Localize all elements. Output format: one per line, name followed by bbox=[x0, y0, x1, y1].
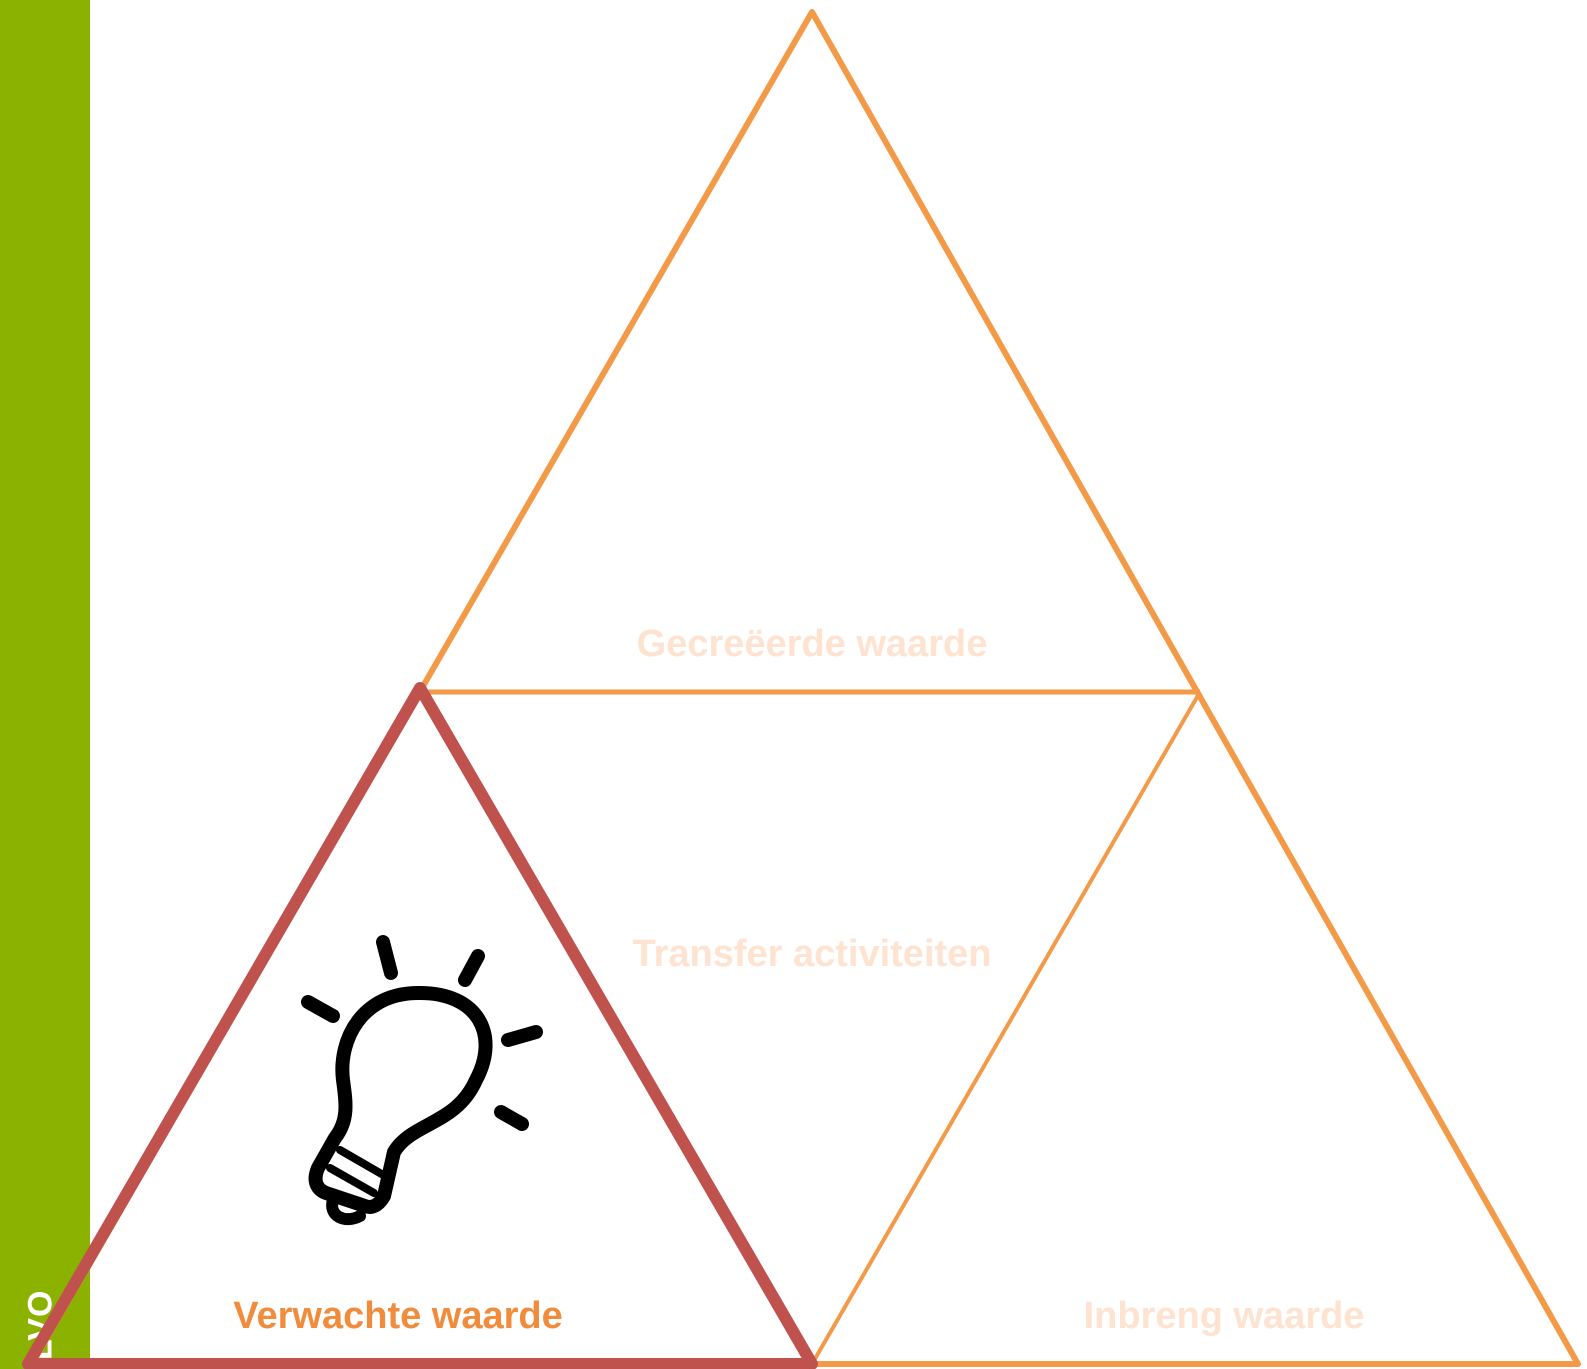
label-transfer-activities: Transfer activiteiten bbox=[632, 933, 991, 975]
outer-triangle bbox=[29, 9, 1581, 1367]
label-created-value: Gecreëerde waarde bbox=[637, 623, 988, 665]
highlighted-triangle bbox=[22, 682, 818, 1369]
lightbulb-icon bbox=[301, 935, 543, 1226]
label-input-value: Inbreng waarde bbox=[1084, 1295, 1365, 1337]
brand-sidebar: ILVO bbox=[0, 0, 90, 1369]
label-expected-value: Verwachte waarde bbox=[233, 1295, 563, 1337]
divider-right-diagonal bbox=[810, 690, 1202, 1366]
